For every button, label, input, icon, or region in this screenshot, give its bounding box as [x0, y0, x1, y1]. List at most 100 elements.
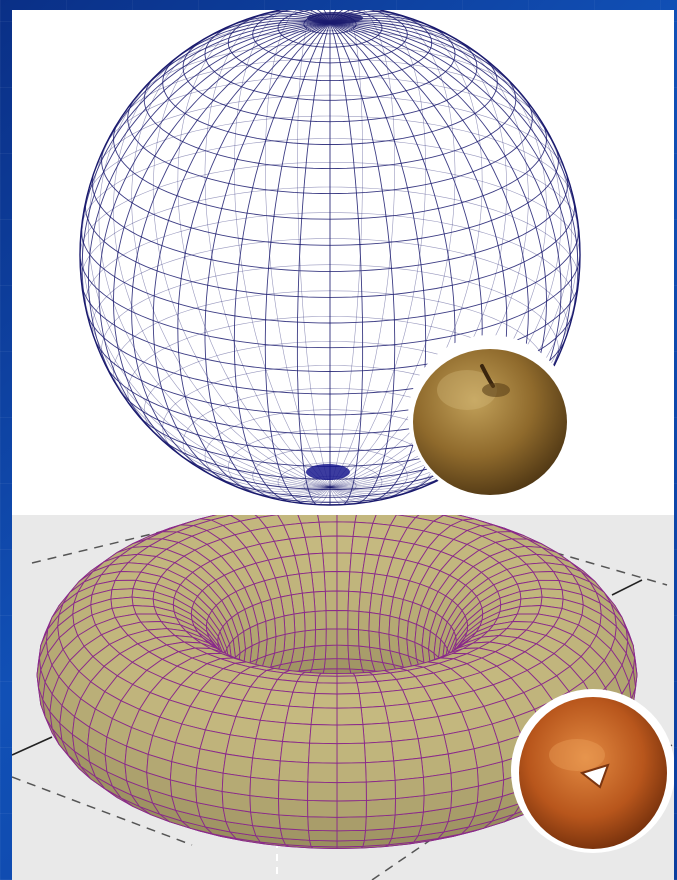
torus-mesh-face	[310, 725, 337, 744]
torus-mesh-face	[279, 799, 308, 817]
torus-mesh-face	[389, 616, 400, 637]
sphere-grid-line	[205, 10, 330, 487]
torus-mesh-face	[308, 800, 337, 817]
torus-mesh-face	[294, 613, 305, 633]
torus-mesh-face	[337, 629, 348, 646]
torus-mesh-face	[337, 515, 357, 522]
torus-mesh-face	[256, 720, 286, 741]
torus-mesh-face	[321, 536, 337, 553]
torus-mesh-face	[294, 631, 305, 649]
sphere-panel	[12, 10, 674, 515]
torus-mesh-face	[337, 572, 350, 592]
sphere-grid-line	[82, 166, 330, 487]
torus-mesh-face	[366, 815, 396, 830]
torus-mesh-face	[361, 706, 388, 724]
torus-mesh-face	[337, 536, 353, 553]
sphere-grid-line	[330, 145, 558, 245]
torus-mesh-face	[313, 694, 337, 709]
sphere-grid-line	[330, 171, 568, 271]
sphere-south-pole	[306, 464, 350, 480]
sphere-grid-line	[178, 23, 330, 496]
torus-mesh-face	[392, 739, 422, 761]
torus-mesh-face	[337, 763, 366, 783]
torus-mesh-face	[304, 630, 315, 648]
torus-mesh-face	[337, 683, 359, 694]
torus-mesh-face	[364, 742, 393, 763]
torus-mesh-face	[283, 723, 312, 743]
torus-panel	[12, 515, 674, 880]
torus-mesh-face	[325, 591, 337, 611]
torus-mesh-face	[326, 629, 337, 646]
torus-mesh-face	[348, 645, 360, 659]
torus-mesh-face	[279, 761, 309, 782]
torus-mesh-face	[251, 758, 281, 780]
torus-mesh-face	[357, 682, 381, 694]
torus-mesh-face	[133, 606, 157, 615]
torus-mesh-face	[337, 591, 349, 611]
torus-mesh-face	[348, 591, 360, 611]
torus-mesh-face	[369, 631, 380, 649]
torus-mesh-face	[337, 659, 350, 669]
torus-mesh-face	[366, 799, 395, 817]
torus-mesh-face	[337, 800, 366, 817]
sphere-grid-line	[153, 23, 330, 489]
torus-mesh-face	[337, 522, 355, 537]
mesh-torus-image	[12, 515, 674, 880]
sphere-grid-line	[93, 95, 565, 175]
torus-mesh-face	[279, 780, 308, 800]
sphere-grid-line	[128, 99, 330, 194]
torus-mesh-face	[337, 708, 363, 725]
torus-mesh-face	[308, 817, 337, 831]
torus-mesh-face	[337, 676, 357, 683]
torus-mesh-face	[308, 763, 337, 783]
sphere-grid-line	[144, 75, 330, 168]
torus-mesh-face	[337, 743, 366, 763]
torus-mesh-face	[284, 632, 295, 650]
torus-mesh-face	[423, 773, 451, 795]
torus-mesh-face	[280, 742, 309, 763]
torus-mesh-face	[369, 613, 380, 633]
torus-mesh-face	[253, 739, 283, 761]
torus-mesh-face	[317, 676, 337, 683]
torus-mesh-face	[337, 553, 351, 572]
torus-mesh-face	[314, 645, 326, 659]
torus-mesh-face	[289, 692, 315, 708]
torus-mesh-face	[348, 629, 359, 646]
sphere-grid-line	[153, 20, 330, 488]
torus-mesh-face	[337, 830, 366, 841]
torus-mesh-face	[315, 683, 337, 694]
torus-mesh-face	[293, 682, 317, 694]
torus-mesh-face	[317, 515, 337, 522]
torus-mesh-face	[222, 773, 250, 795]
torus-mesh-face	[517, 606, 541, 615]
torus-mesh-face	[363, 723, 392, 743]
sphere-grid-line	[105, 365, 330, 435]
torus-mesh-face	[324, 572, 337, 592]
torus-mesh-face	[311, 708, 337, 725]
sphere-grid-line	[132, 30, 330, 488]
torus-mesh-face	[348, 611, 359, 630]
torus-mesh-face	[279, 815, 309, 830]
sphere-grid-line	[86, 311, 330, 394]
sphere-grid-line	[89, 108, 331, 487]
torus-mesh-face	[323, 553, 337, 572]
torus-mesh-face	[325, 645, 337, 659]
sphere-grid-line	[104, 76, 555, 149]
sphere-grid-line	[96, 23, 330, 167]
torus-mesh-face	[337, 725, 364, 744]
torus-mesh-face	[260, 704, 289, 723]
torus-mesh-face	[337, 611, 348, 630]
apple-photo	[408, 335, 572, 499]
torus-mesh-face	[337, 817, 366, 831]
torus-mesh-face	[337, 694, 361, 709]
torus-mesh-face	[337, 782, 366, 801]
wireframe-sphere-image	[12, 10, 674, 515]
torus-mesh-face	[359, 611, 370, 630]
torus-mesh-face	[308, 782, 337, 801]
sphere-grid-line	[178, 14, 330, 487]
torus-mesh-face	[324, 659, 337, 669]
torus-mesh-face	[286, 706, 313, 724]
sphere-grid-line	[330, 23, 572, 397]
torus-mesh-face	[389, 720, 419, 741]
torus-mesh-face	[359, 630, 370, 648]
